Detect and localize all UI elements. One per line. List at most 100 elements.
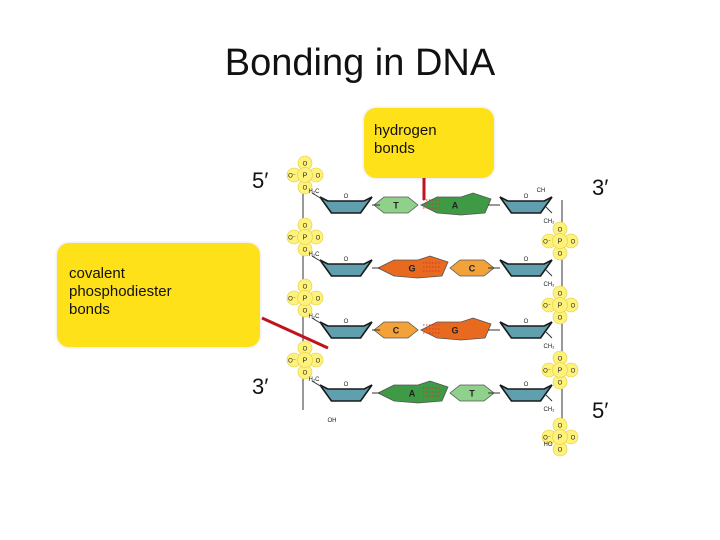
base-g (420, 317, 492, 341)
oxygen-label: O (558, 252, 563, 258)
backbone-link (545, 269, 553, 277)
backbone-link (545, 394, 553, 402)
right-sugar (499, 196, 553, 214)
backbone-link (311, 380, 323, 388)
oxygen-label: O (303, 186, 308, 192)
oxygen-label: O (303, 285, 308, 291)
base-letter: G (451, 326, 458, 336)
base-letter: A (452, 201, 459, 211)
hydroxyl-label: OH (328, 418, 337, 424)
right-sugar (499, 321, 553, 339)
left-phosphate (286, 278, 324, 318)
phosphorus-atom (552, 233, 568, 249)
oxygen-label: O⁻ (288, 359, 296, 365)
phosphorus-atom (552, 297, 568, 313)
base-a (420, 192, 492, 216)
ring-oxygen-label: O (344, 382, 349, 388)
oxygen-label: O (303, 224, 308, 230)
strand-end-right-bottom: 5′ (592, 398, 609, 423)
callout-line: bonds (69, 301, 110, 318)
phosphorus-label: P (303, 173, 308, 180)
phosphorus-atom (297, 229, 313, 245)
base-letter: C (393, 326, 400, 336)
slide-title: Bonding in DNA (224, 42, 496, 84)
phosphorus-atom (552, 362, 568, 378)
oxygen-label: O⁻ (288, 174, 296, 180)
hydrogen-bonds-callout: hydrogen bonds (364, 108, 494, 178)
oxygen-label: O (316, 174, 321, 180)
oxygen-label: O (558, 381, 563, 387)
right-phosphate (541, 221, 579, 261)
phosphorus-label: P (558, 303, 563, 310)
oxygen-label: O (303, 309, 308, 315)
base-c (373, 321, 419, 339)
phosphorus-label: P (303, 235, 308, 242)
base-letter: G (408, 264, 415, 274)
ring-oxygen-label: O (344, 257, 349, 263)
left-phosphate (286, 217, 324, 257)
ring-oxygen-label: O (344, 194, 349, 200)
ch2-label: CH₂ (544, 282, 556, 288)
oxygen-label: O (571, 369, 576, 375)
ring-oxygen-label: O (524, 257, 529, 263)
ch2-label: CH₂ (544, 219, 556, 225)
right-phosphate (541, 417, 579, 457)
base-g (377, 255, 449, 279)
oxygen-label: O (571, 240, 576, 246)
left-phosphate (286, 155, 324, 195)
backbone-link (311, 255, 323, 263)
right-sugar (499, 259, 553, 277)
oxygen-label: O (558, 448, 563, 454)
base-a (377, 380, 449, 404)
base-t (373, 196, 419, 214)
oxygen-label: O (303, 248, 308, 254)
oxygen-label: O (558, 292, 563, 298)
oxygen-label: O (303, 371, 308, 377)
ch2-label: CH₂ (544, 407, 556, 413)
h2c-label: H₂C (309, 314, 321, 320)
oxygen-label: O (316, 297, 321, 303)
oxygen-label: O (558, 424, 563, 430)
right-sugar (499, 384, 553, 402)
backbone-link (311, 192, 323, 200)
right-phosphate (541, 350, 579, 390)
oxygen-label: O⁻ (543, 304, 551, 310)
phosphorus-label: P (303, 296, 308, 303)
strand-end-right-top: 3′ (592, 175, 609, 200)
phosphorus-atom (297, 167, 313, 183)
h2c-label: H₂C (309, 252, 321, 258)
base-letter: C (469, 264, 476, 274)
left-sugar (319, 196, 373, 214)
h2c-label: H₂C (309, 189, 321, 195)
ring-oxygen-label: O (524, 194, 529, 200)
ring-oxygen-label: O (524, 319, 529, 325)
ring-oxygen-label: O (524, 382, 529, 388)
strand-end-left-top: 5′ (252, 168, 269, 193)
left-sugar (319, 384, 373, 402)
phosphorus-label: P (558, 239, 563, 246)
callout-line: covalent (69, 265, 125, 282)
oxygen-label: O⁻ (543, 369, 551, 375)
oxygen-label: O⁻ (288, 236, 296, 242)
base-letter: T (393, 201, 399, 211)
h2c-label: H₂C (309, 377, 321, 383)
oxygen-label: O (571, 436, 576, 442)
callout-line: bonds (374, 140, 415, 157)
oxygen-label: O (316, 359, 321, 365)
phosphorus-atom (297, 352, 313, 368)
oxygen-label: O⁻ (543, 436, 551, 442)
oxygen-label: O (558, 357, 563, 363)
phosphorus-atom (297, 290, 313, 306)
backbone-link (545, 206, 553, 214)
phosphorus-label: P (558, 435, 563, 442)
ch-label: CH (537, 188, 546, 194)
covalent-bonds-callout: covalent phosphodiester bonds (57, 243, 260, 347)
oxygen-label: O (303, 347, 308, 353)
ring-oxygen-label: O (344, 319, 349, 325)
covalent-pointer (261, 316, 329, 350)
base-letter: A (409, 389, 416, 399)
strand-end-left-bottom: 3′ (252, 374, 269, 399)
ho-label: HO (544, 442, 553, 448)
